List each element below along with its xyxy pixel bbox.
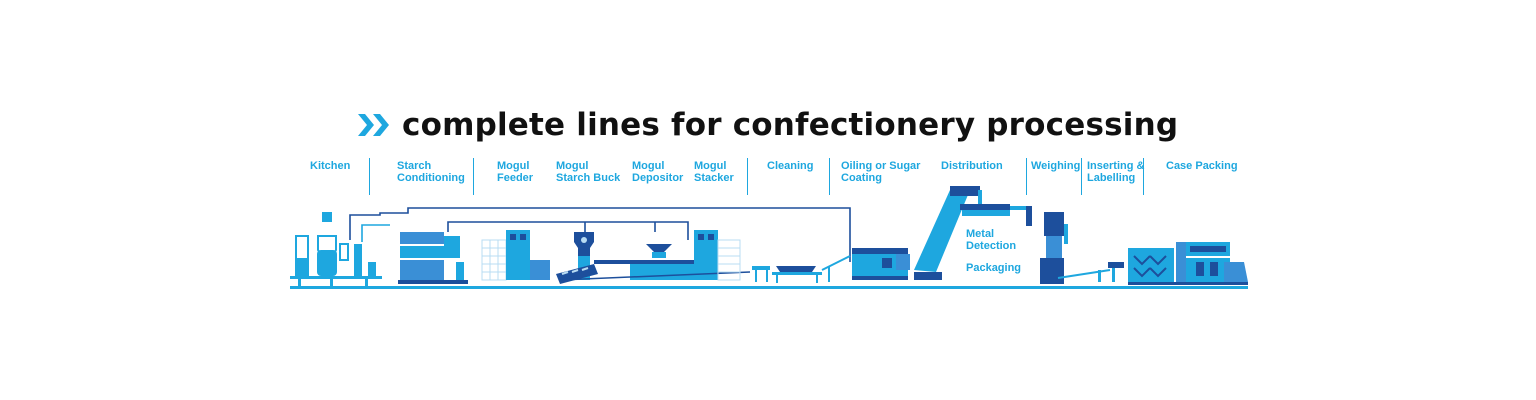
stage-divider <box>747 158 748 195</box>
stage-label-case-packing: Case Packing <box>1166 160 1238 172</box>
stage-divider <box>1026 158 1027 195</box>
stage-label-oiling-or-sugar-coating: Oiling or Sugar Coating <box>841 160 921 184</box>
stage-label-mogul-depositor: Mogul Depositor <box>632 160 684 184</box>
stage-label-mogul-feeder: Mogul Feeder <box>497 160 534 184</box>
title-row: complete lines for confectionery process… <box>358 100 1178 150</box>
inserting-labelling-machine <box>1098 262 1124 282</box>
pipe-network <box>349 207 851 262</box>
starch-conditioning-machine <box>398 232 468 284</box>
page-title: complete lines for confectionery process… <box>402 107 1179 143</box>
stage-label-cleaning: Cleaning <box>767 160 814 172</box>
case-packing-machine <box>1128 242 1248 285</box>
kitchen-machine <box>290 212 382 286</box>
metal-detection-label: Metal Detection <box>966 228 1017 252</box>
stage-label-starch-conditioning: Starch Conditioning <box>397 160 465 184</box>
stage-label-mogul-starch-buck: Mogul Starch Buck <box>556 160 621 184</box>
stage-label-inserting-labelling: Inserting & Labelling <box>1087 160 1145 184</box>
stage-label-distribution: Distribution <box>941 160 1003 172</box>
floor-line <box>290 286 1248 289</box>
tray-stack <box>481 239 507 281</box>
double-chevron-right-icon <box>358 114 389 136</box>
stage-divider <box>829 158 830 195</box>
stage-divider <box>1081 158 1082 195</box>
mogul-machine <box>506 230 751 284</box>
packaging-label: Packaging <box>966 262 1022 274</box>
coating-machine <box>852 248 910 280</box>
stage-label-kitchen: Kitchen <box>310 160 351 172</box>
stage-divider <box>1143 158 1144 195</box>
stage-label-weighing: Weighing <box>1031 160 1081 172</box>
distribution-elevator <box>914 186 982 280</box>
stage-label-mogul-stacker: Mogul Stacker <box>694 160 734 184</box>
stage-divider <box>369 158 370 195</box>
cleaning-machine <box>752 255 851 283</box>
stage-divider <box>473 158 474 195</box>
weighing-machine <box>960 204 1111 284</box>
